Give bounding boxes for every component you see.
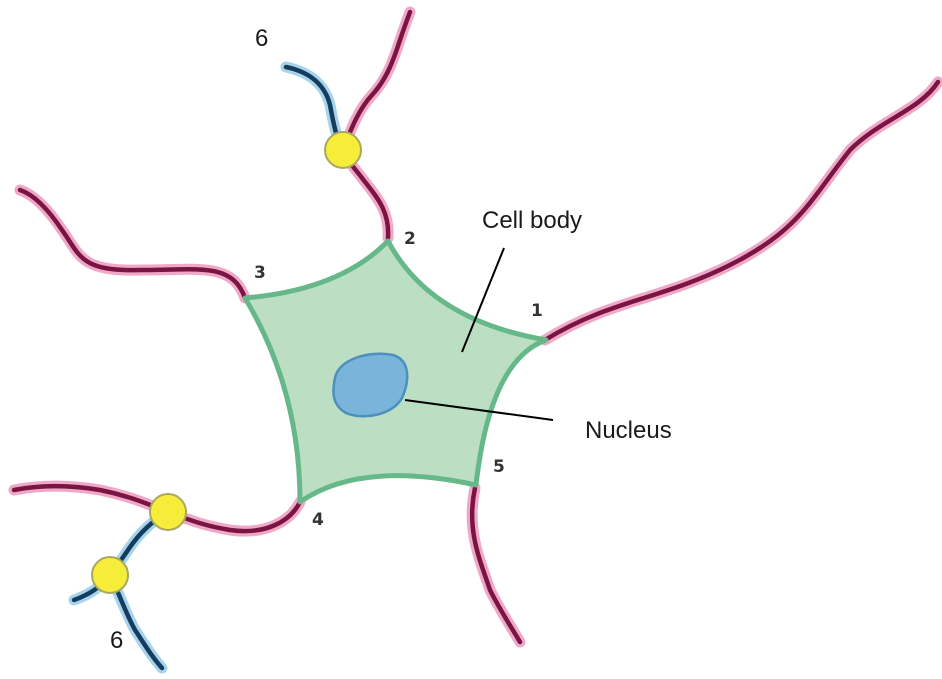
synapse-lower-left-lower (92, 557, 128, 593)
process-3-left (20, 190, 245, 298)
nucleus-shape (333, 354, 407, 417)
nucleus-label: Nucleus (585, 419, 672, 443)
process-2-top (344, 12, 410, 238)
label-5: 5 (493, 459, 505, 476)
process-5-bottom (472, 488, 520, 642)
process-1-right (545, 82, 938, 340)
synapse-top (325, 132, 361, 168)
cell-body-label: Cell body (482, 209, 582, 233)
label-6-bottom: 6 (110, 629, 123, 653)
label-1: 1 (531, 303, 543, 320)
synapse-lower-left-upper (150, 494, 186, 530)
label-4: 4 (312, 512, 324, 529)
label-6-top: 6 (255, 27, 268, 51)
label-3: 3 (254, 265, 266, 282)
label-2: 2 (404, 231, 416, 248)
